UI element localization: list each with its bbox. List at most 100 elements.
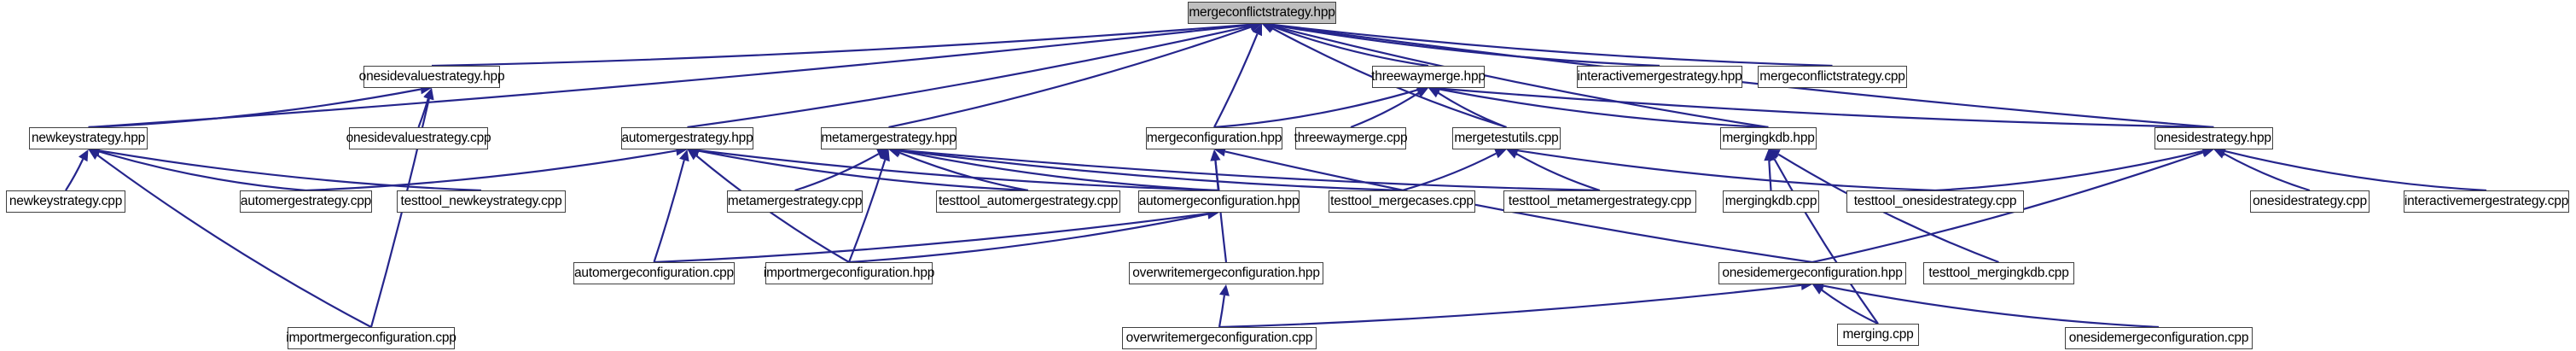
- graph-edge-arrowhead: [1494, 149, 1507, 159]
- graph-edge: [1515, 153, 1601, 192]
- graph-node-threewaymerge-cpp[interactable]: threewaymerge.cpp: [1294, 127, 1408, 149]
- graph-node-label: testtool_newkeystrategy.cpp: [400, 194, 562, 209]
- graph-node-label: newkeystrategy.hpp: [31, 131, 146, 146]
- graph-node-label: importmergeconfiguration.hpp: [763, 266, 935, 281]
- graph-edge-arrowhead: [2201, 147, 2214, 158]
- graph-edge: [1272, 24, 1660, 67]
- graph-node-label: mergeconfiguration.hpp: [1146, 131, 1282, 146]
- graph-edge-arrowhead: [1812, 284, 1825, 295]
- graph-node-overwritemergeconfiguration-hpp[interactable]: overwritemergeconfiguration.hpp: [1129, 262, 1323, 284]
- graph-node-testtool-onesidestrategy-cpp[interactable]: testtool_onesidestrategy.cpp: [1846, 190, 2024, 213]
- graph-node-importmergeconfiguration-hpp[interactable]: importmergeconfiguration.hpp: [763, 262, 935, 284]
- graph-node-overwritemergeconfiguration-cpp[interactable]: overwritemergeconfiguration.cpp: [1122, 327, 1317, 349]
- graph-node-label: threewaymerge.hpp: [1371, 69, 1486, 85]
- graph-edge: [1823, 284, 2160, 329]
- graph-edge: [1401, 152, 1497, 192]
- graph-edge: [88, 24, 1252, 129]
- graph-node-automergestrategy-hpp[interactable]: automergestrategy.hpp: [621, 127, 753, 149]
- graph-node-mergeconfiguration-hpp[interactable]: mergeconfiguration.hpp: [1146, 127, 1282, 149]
- graph-edge-arrowhead: [880, 149, 890, 162]
- graph-node-automergeconfiguration-hpp[interactable]: automergeconfiguration.hpp: [1138, 190, 1300, 213]
- graph-node-label: automergeconfiguration.cpp: [574, 266, 734, 281]
- graph-node-threewaymerge-hpp[interactable]: threewaymerge.hpp: [1371, 66, 1486, 88]
- graph-edge: [2224, 149, 2487, 192]
- graph-edge: [698, 149, 1029, 192]
- graph-node-newkeystrategy-cpp[interactable]: newkeystrategy.cpp: [6, 190, 125, 213]
- graph-edge: [654, 213, 1208, 264]
- graph-node-metamergestrategy-hpp[interactable]: metamergestrategy.hpp: [821, 127, 957, 149]
- graph-node-label: testtool_metamergestrategy.cpp: [1508, 194, 1692, 209]
- graph-node-label: merging.cpp: [1842, 327, 1914, 342]
- graph-edge-arrowhead: [424, 88, 434, 101]
- graph-edge: [1773, 158, 1879, 325]
- graph-node-metamergestrategy-cpp[interactable]: metamergestrategy.cpp: [727, 190, 863, 213]
- graph-node-automergestrategy-cpp[interactable]: automergestrategy.cpp: [240, 190, 372, 213]
- graph-node-testtool-mergecases-cpp[interactable]: testtool_mergecases.cpp: [1329, 190, 1475, 213]
- graph-node-label: mergetestutils.cpp: [1454, 131, 1559, 146]
- graph-node-label: overwritemergeconfiguration.cpp: [1125, 331, 1313, 346]
- graph-edge: [687, 25, 1252, 129]
- graph-edge-arrowhead: [1416, 88, 1428, 98]
- graph-edge-arrowhead: [79, 149, 89, 162]
- graph-edge: [698, 149, 1219, 192]
- graph-node-label: mergeconflictstrategy.hpp: [1189, 5, 1335, 20]
- graph-node-onesidestrategy-cpp[interactable]: onesidestrategy.cpp: [2250, 190, 2370, 213]
- graph-edge: [1218, 284, 1802, 329]
- graph-edge: [1439, 88, 1769, 129]
- graph-edge: [653, 160, 685, 263]
- graph-node-onesidevaluestrategy-cpp[interactable]: onesidevaluestrategy.cpp: [346, 127, 491, 149]
- graph-node-newkeystrategy-hpp[interactable]: newkeystrategy.hpp: [29, 127, 148, 149]
- graph-edge: [1272, 26, 1429, 67]
- graph-node-mergeconflictstrategy-cpp[interactable]: mergeconflictstrategy.cpp: [1758, 66, 1907, 88]
- graph-node-label: newkeystrategy.cpp: [9, 194, 123, 209]
- graph-node-label: onesidemergeconfiguration.hpp: [1722, 266, 1903, 281]
- graph-edge: [898, 151, 1029, 192]
- graph-edge: [1272, 23, 1833, 67]
- graph-node-onesidemergeconfiguration-hpp[interactable]: onesidemergeconfiguration.hpp: [1718, 262, 1906, 284]
- graph-node-onesidestrategy-hpp[interactable]: onesidestrategy.hpp: [2154, 127, 2273, 149]
- graph-edge: [1517, 149, 1936, 192]
- graph-edge: [96, 155, 372, 328]
- graph-edge: [848, 213, 1208, 264]
- graph-edge: [1821, 289, 1879, 325]
- graph-node-mergetestutils-cpp[interactable]: mergetestutils.cpp: [1452, 127, 1561, 149]
- graph-edge: [899, 149, 1219, 192]
- graph-node-merging-cpp[interactable]: merging.cpp: [1837, 324, 1919, 346]
- graph-edge: [1218, 295, 1225, 328]
- graph-node-onesidemergeconfiguration-cpp[interactable]: onesidemergeconfiguration.cpp: [2065, 327, 2253, 349]
- graph-node-automergeconfiguration-cpp[interactable]: automergeconfiguration.cpp: [573, 262, 735, 284]
- graph-edge: [888, 26, 1252, 129]
- graph-edge: [2223, 153, 2311, 192]
- graph-node-mergingkdb-hpp[interactable]: mergingkdb.hpp: [1720, 127, 1817, 149]
- graph-node-onesidevaluestrategy-hpp[interactable]: onesidevaluestrategy.hpp: [359, 66, 505, 88]
- graph-edge: [1768, 160, 1772, 191]
- graph-node-testtool-metamergestrategy-cpp[interactable]: testtool_metamergestrategy.cpp: [1503, 190, 1696, 213]
- graph-edge: [99, 149, 482, 192]
- graph-edge: [417, 97, 429, 128]
- graph-node-importmergeconfiguration-cpp[interactable]: importmergeconfiguration.cpp: [286, 327, 456, 349]
- graph-edge: [1213, 89, 1418, 129]
- graph-node-label: mergeconflictstrategy.cpp: [1759, 69, 1905, 85]
- graph-node-label: automergestrategy.hpp: [621, 131, 753, 146]
- graph-node-interactivemergestrategy-cpp[interactable]: interactivemergestrategy.cpp: [2404, 190, 2569, 213]
- graph-edge-arrowhead: [687, 149, 700, 161]
- graph-edge-arrowhead: [876, 149, 889, 159]
- graph-edge: [899, 149, 1403, 192]
- graph-node-label: onesidemergeconfiguration.cpp: [2068, 331, 2249, 346]
- graph-edge-arrowhead: [1219, 284, 1230, 296]
- graph-node-label: mergingkdb.hpp: [1722, 131, 1815, 146]
- graph-edge: [899, 149, 1601, 192]
- graph-edge: [794, 153, 880, 192]
- graph-node-testtool-automergestrategy-cpp[interactable]: testtool_automergestrategy.cpp: [936, 190, 1120, 213]
- graph-node-mergingkdb-cpp[interactable]: mergingkdb.cpp: [1723, 190, 1819, 213]
- graph-edge: [1213, 33, 1259, 128]
- graph-node-label: testtool_mergingkdb.cpp: [1928, 266, 2069, 281]
- graph-node-testtool-newkeystrategy-cpp[interactable]: testtool_newkeystrategy.cpp: [397, 190, 566, 213]
- graph-edge: [98, 150, 306, 192]
- graph-node-testtool-mergingkdb-cpp[interactable]: testtool_mergingkdb.cpp: [1923, 262, 2074, 284]
- graph-node-mergeconflictstrategy-hpp[interactable]: mergeconflictstrategy.hpp: [1188, 2, 1336, 24]
- graph-node-label: importmergeconfiguration.cpp: [286, 331, 456, 346]
- graph-node-interactivemergestrategy-hpp[interactable]: interactivemergestrategy.hpp: [1577, 66, 1742, 88]
